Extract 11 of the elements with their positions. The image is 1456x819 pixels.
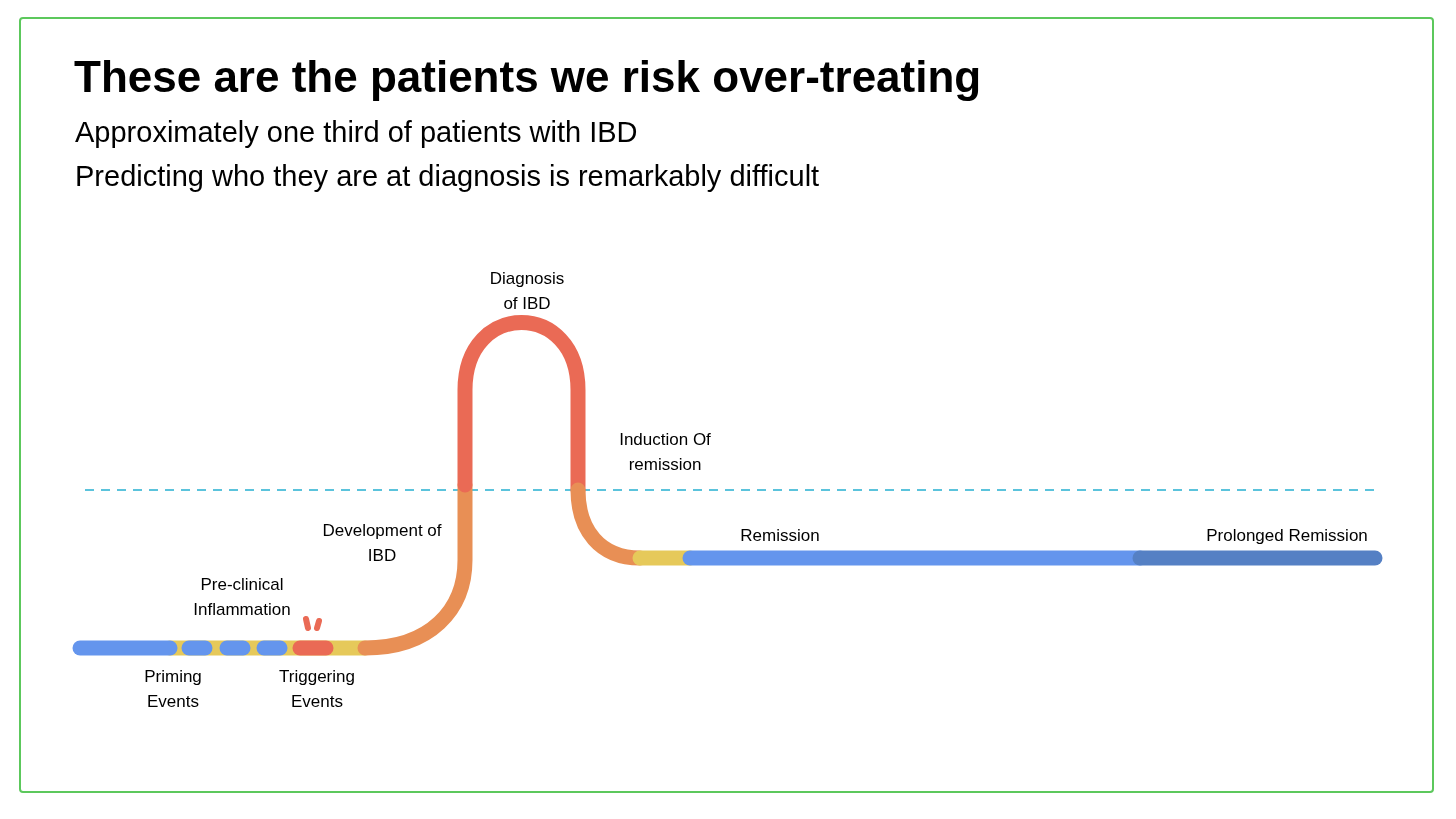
stage-label: Remission	[739, 525, 821, 547]
subtitle-text: Approximately one third of patients with IBD	[75, 116, 638, 149]
stage-label: Induction Of remission	[618, 429, 712, 476]
subtitle-text: Predicting who they are at diagnosis is remarkably difficult	[75, 160, 820, 193]
stage-label: Development of IBD	[321, 520, 443, 567]
slide-title: These are the patients we risk over-treating	[74, 52, 982, 102]
stage-label: Pre-clinical Inflammation	[192, 574, 292, 621]
stage-label: Prolonged Remission	[1205, 525, 1369, 547]
stage-label: Triggering Events	[278, 666, 356, 713]
stage-label: Diagnosis of IBD	[488, 268, 566, 315]
stage-label: Priming Events	[143, 666, 203, 713]
